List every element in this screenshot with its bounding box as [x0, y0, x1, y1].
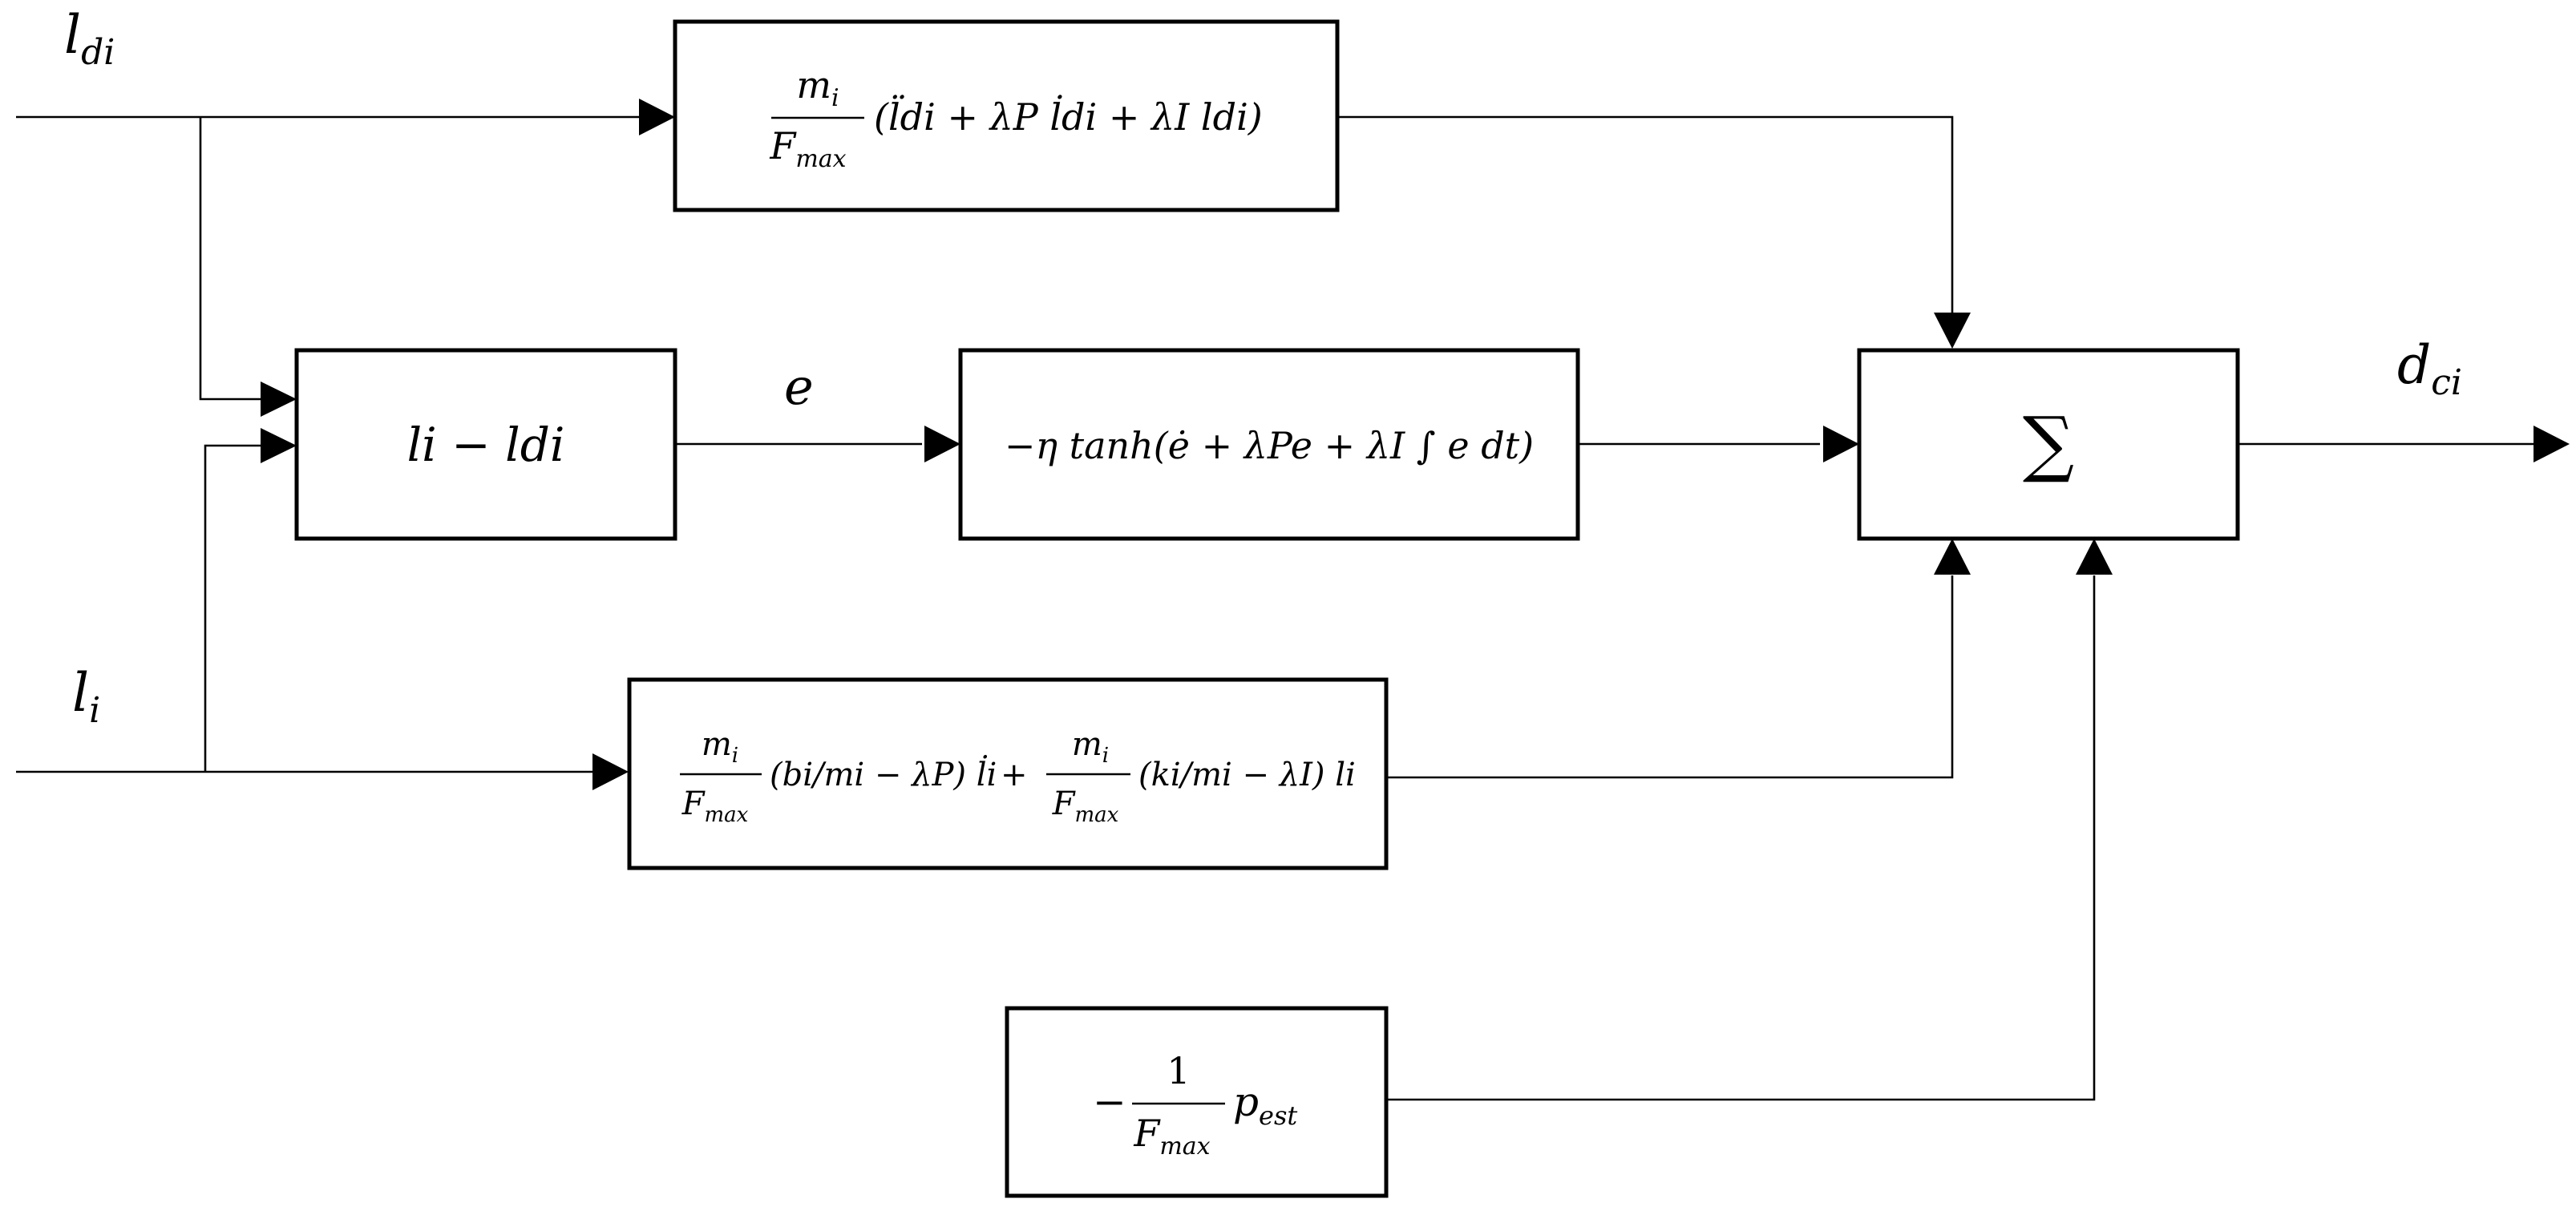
wire-feedforward-to-sum: [1337, 115, 1954, 313]
estimate-tail: pest: [1233, 1079, 1297, 1131]
arrowhead-controller-input: [924, 426, 960, 462]
plant-frac2-numerator: mi: [1072, 726, 1109, 768]
estimate-expression: − 1 Fmax pest: [1093, 1049, 1297, 1161]
arrowhead-error-input-ldi: [261, 381, 297, 417]
signal-li-label: li: [72, 662, 100, 731]
signal-ldi-label: ldi: [64, 4, 115, 73]
controller-block: [958, 348, 1580, 541]
plant-plus: +: [1001, 757, 1028, 793]
plant-frac2-denominator: Fmax: [1052, 785, 1119, 827]
error-expression: li − ldi: [407, 418, 565, 472]
sum-block: [1857, 348, 2240, 541]
signal-e-label: e: [784, 357, 814, 416]
arrowhead-sum-input-bottom-right: [2076, 539, 2113, 575]
wires: [16, 115, 2534, 1101]
arrowhead-output: [2534, 426, 2570, 462]
feedforward-block: [673, 19, 1340, 212]
feedforward-expression: mi Fmax (l̈di + λP l̇di + λI ldi): [769, 63, 1262, 173]
plant-frac1-denominator: Fmax: [681, 785, 749, 827]
estimate-fraction-numerator: 1: [1167, 1049, 1190, 1092]
plant-term2: (ki/mi − λI) li: [1138, 757, 1356, 793]
feedforward-expression-body: (l̈di + λP l̇di + λI ldi): [874, 94, 1263, 139]
plant-expression: mi Fmax (bi/mi − λP) l̇i + mi Fmax (ki/m…: [680, 726, 1356, 827]
sum-symbol: ∑: [2023, 402, 2074, 486]
wire-estimate-to-sum: [1386, 575, 2096, 1101]
estimate-fraction-denominator: Fmax: [1133, 1112, 1210, 1161]
plant-frac1-numerator: mi: [702, 726, 738, 768]
arrowheads: [261, 99, 2570, 790]
controller-expression: −η tanh(ė + λPe + λI ∫ e dt): [1005, 424, 1534, 467]
feedforward-fraction-numerator: mi: [796, 63, 839, 112]
error-block: [294, 348, 677, 541]
feedforward-fraction-denominator: Fmax: [769, 124, 846, 173]
estimate-minus: −: [1093, 1079, 1126, 1125]
arrowhead-feedforward-input: [639, 99, 675, 135]
wire-li-to-error: [204, 444, 265, 772]
arrowhead-plant-input: [592, 753, 629, 790]
arrowhead-sum-input-top: [1934, 313, 1971, 349]
signal-dci-label: dci: [2397, 334, 2462, 403]
arrowhead-sum-input-bottom-left: [1934, 539, 1971, 575]
plant-term1: (bi/mi − λP) l̇i: [770, 754, 997, 793]
wire-plant-to-sum: [1386, 575, 1954, 779]
estimate-block: [1005, 1006, 1389, 1198]
arrowhead-error-input-li: [261, 428, 297, 463]
wire-ldi-to-error: [199, 117, 265, 401]
arrowhead-sum-input-left: [1823, 426, 1859, 462]
